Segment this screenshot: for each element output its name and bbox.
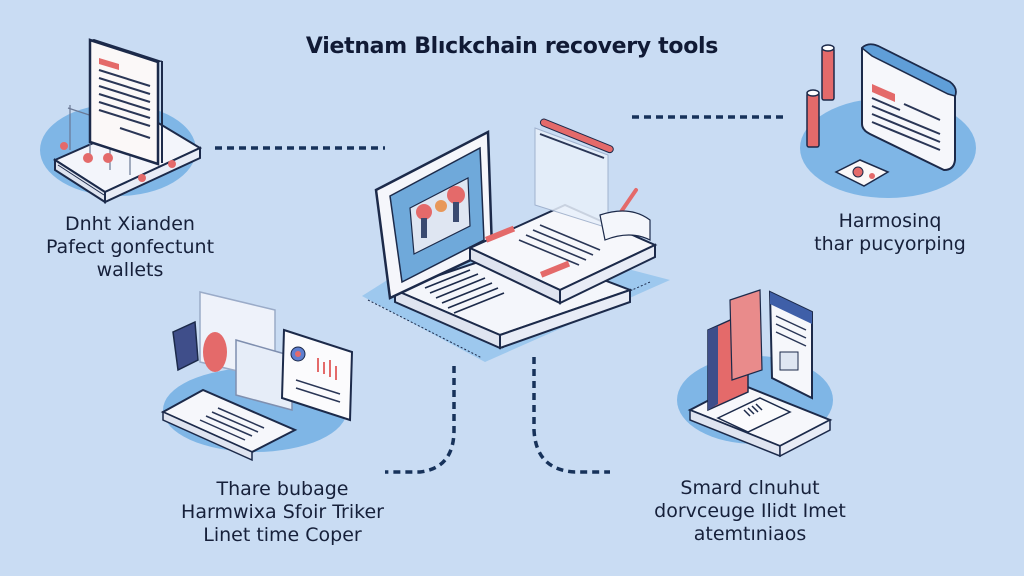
- connector-bottom-right: [532, 357, 610, 474]
- node-label-line: Smard clnuhut: [680, 477, 820, 499]
- laptop-with-documents-icon: [362, 118, 670, 362]
- node-label-line: thar pucyorping: [814, 233, 966, 255]
- node-label-top-right: Harmosinq thar pucyorping: [780, 210, 1000, 256]
- monitor-with-chart-panel-icon: [160, 291, 354, 462]
- books-and-card-stand-icon: [677, 289, 833, 458]
- connectors: [215, 115, 785, 474]
- diagram-title: Vietnam Blıckchain recovery tools: [305, 34, 719, 59]
- node-label-line: dorvceuge Ilidt Imet: [654, 500, 846, 522]
- node-label-line: Linet time Coper: [203, 524, 362, 546]
- connector-bottom-left: [385, 366, 456, 474]
- node-label-line: wallets: [96, 259, 164, 281]
- node-label-bottom-left: Thare bubage Harmwixa Sfoir Triker Linet…: [150, 478, 415, 547]
- binder-with-pillars-icon: [800, 43, 976, 198]
- node-label-bottom-right: Smard clnuhut dorvceuge Ilidt Imet atemt…: [615, 477, 885, 546]
- document-on-book-icon: [40, 38, 203, 204]
- node-label-line: Harmosinq: [838, 210, 942, 232]
- node-label-line: Dnht Xianden: [65, 213, 195, 235]
- node-label-line: Pafect gonfectunt: [45, 236, 215, 258]
- node-label-line: Harmwixa Sfoir Triker: [181, 501, 384, 523]
- node-label-top-left: Dnht Xianden Pafect gonfectunt wallets: [20, 213, 240, 282]
- node-label-line: Thare bubage: [216, 478, 349, 500]
- node-label-line: atemtıniaos: [693, 523, 807, 545]
